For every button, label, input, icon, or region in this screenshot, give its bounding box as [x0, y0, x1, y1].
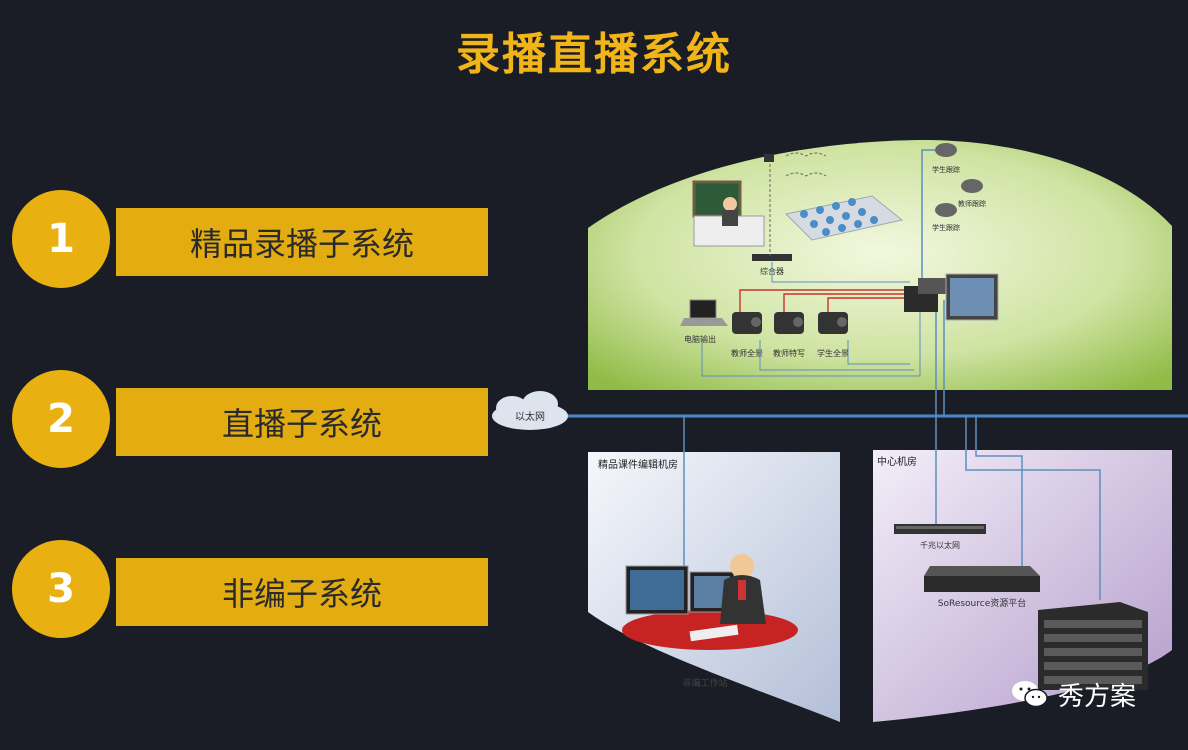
laptop-label: 电脑输出 — [684, 334, 716, 344]
gigabit-switch-icon — [894, 524, 986, 534]
integrator-icon — [752, 254, 792, 261]
item-2: 直播子系统 2 — [8, 366, 488, 476]
camera-teacher-close-icon — [774, 312, 804, 334]
camera-label: 学生全景 — [817, 348, 849, 358]
center-room-title: 中心机房 — [877, 455, 917, 468]
switch-label: 千兆以太网 — [920, 540, 960, 550]
item-label: 非编子系统 — [116, 558, 488, 626]
cloud-label: 以太网 — [515, 410, 545, 423]
dome-label: 学生跟踪 — [932, 165, 960, 174]
mic-head-icon — [764, 154, 774, 162]
network-cables — [683, 149, 1101, 600]
signal-lines — [739, 289, 910, 312]
control-lines — [701, 262, 921, 377]
item-number: 1 — [8, 186, 114, 292]
control-monitor-icon — [945, 273, 999, 321]
students-icon — [784, 195, 904, 241]
station-label: 非编工作站 — [682, 677, 727, 689]
camera-teacher-wide-icon — [732, 312, 762, 334]
watermark-text: 秀方案 — [1058, 681, 1137, 712]
item-number: 2 — [8, 366, 114, 472]
workstation-icon — [622, 554, 798, 650]
storage-array-icon — [1038, 602, 1148, 690]
recording-host-icon — [904, 278, 948, 312]
camera-student-wide-icon — [818, 312, 848, 334]
item-3: 非编子系统 3 — [8, 536, 488, 646]
item-number: 3 — [8, 536, 114, 642]
teacher-board-icon — [692, 180, 765, 247]
editing-room-title: 精品课件编辑机房 — [598, 458, 678, 471]
page-title: 录播直播系统 — [456, 29, 732, 80]
wechat-icon — [1012, 681, 1048, 708]
classroom-zone — [588, 140, 1172, 390]
item-label: 精品录播子系统 — [116, 208, 488, 276]
camera-label: 教师特写 — [773, 348, 805, 358]
watermark: 秀方案 — [1010, 676, 1136, 712]
microphones-icon — [769, 152, 827, 256]
camera-label: 教师全景 — [731, 348, 763, 358]
cloud-icon — [492, 391, 568, 430]
dome-camera-icon — [935, 143, 983, 217]
item-1: 精品录播子系统 1 — [8, 186, 488, 296]
server-label: SoResource资源平台 — [938, 597, 1027, 609]
dome-label: 学生跟踪 — [932, 223, 960, 232]
dome-label: 教师跟踪 — [958, 199, 986, 208]
laptop-icon — [680, 299, 728, 326]
item-label: 直播子系统 — [116, 388, 488, 456]
resource-server-icon — [924, 566, 1040, 592]
